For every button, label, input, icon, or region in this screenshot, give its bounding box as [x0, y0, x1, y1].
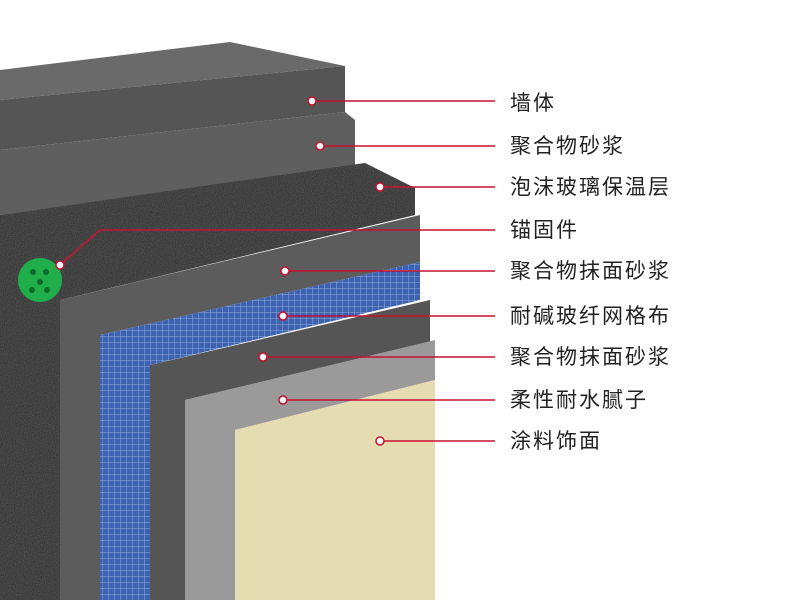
layer-plaster-mortar-2	[150, 300, 430, 600]
layer-foam-glass	[0, 163, 415, 600]
label-fiberglass-mesh: 耐碱玻纤网格布	[510, 304, 671, 328]
label-anchor: 锚固件	[510, 218, 579, 242]
label-plaster-mortar-1: 聚合物抹面砂浆	[510, 259, 671, 283]
layer-wall	[0, 42, 345, 150]
anchor-fastener	[18, 258, 62, 302]
layer-polymer-mortar	[0, 112, 355, 215]
layer-plaster-mortar-1	[60, 215, 420, 600]
label-polymer-mortar: 聚合物砂浆	[510, 134, 625, 158]
layer-coating-finish	[235, 380, 435, 600]
layer-putty	[185, 340, 435, 600]
label-waterproof-putty: 柔性耐水腻子	[510, 388, 648, 412]
leader-dots	[55, 96, 385, 446]
layer-fiberglass-mesh	[100, 262, 420, 600]
leader-lines	[59, 100, 495, 442]
label-foam-glass-insulation: 泡沫玻璃保温层	[510, 175, 671, 199]
label-wall: 墙体	[510, 91, 556, 115]
label-plaster-mortar-2: 聚合物抹面砂浆	[510, 345, 671, 369]
label-coating-finish: 涂料饰面	[510, 429, 602, 453]
